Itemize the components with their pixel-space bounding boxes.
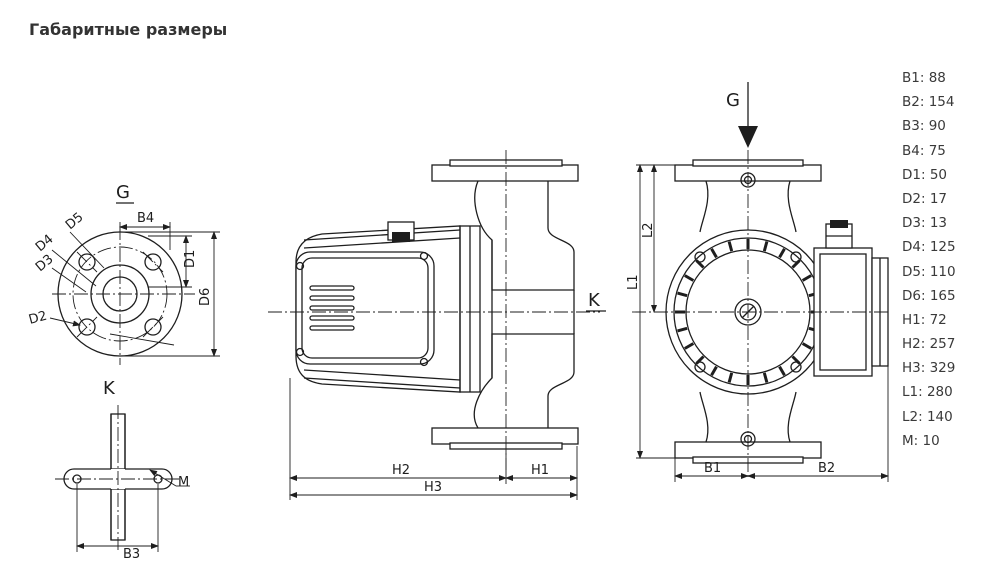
spec-item: M: 10: [902, 432, 940, 449]
front-g-label: G: [726, 90, 740, 111]
motor-rib: [778, 365, 786, 376]
motor-rib: [801, 274, 812, 282]
spec-item: D1: 50: [902, 166, 948, 183]
screw-icon: [419, 251, 429, 261]
dim-b4-label: B4: [137, 211, 154, 226]
dim-d4-label: D4: [33, 232, 57, 255]
bottom-flange: [431, 427, 579, 445]
top-flange: [431, 164, 579, 182]
flange-view: G B4 D1 D6 D5: [27, 182, 220, 365]
spec-item: D5: 110: [902, 263, 956, 280]
screw-icon: [295, 347, 305, 357]
bolt-hole: [78, 318, 96, 336]
dim-d1-label: D1: [183, 250, 198, 268]
motor-rib: [677, 326, 688, 333]
motor-rib: [762, 372, 769, 383]
motor-rib: [727, 241, 734, 252]
motor-rib: [762, 241, 769, 252]
spec-item: L2: 140: [902, 408, 953, 425]
spec-list: B1: 88 B2: 154 B3: 90 B4: 75 D1: 50 D2: …: [902, 66, 956, 453]
motor-rib: [684, 342, 695, 350]
front-view: G: [626, 82, 890, 482]
motor-rib: [684, 274, 695, 282]
motor-rib: [710, 248, 718, 259]
screw-icon: [694, 361, 706, 373]
motor-rib: [778, 248, 786, 259]
dim-l1-label: L1: [626, 274, 641, 290]
screw-icon: [790, 361, 802, 373]
bolt-hole: [78, 253, 96, 271]
flange-g-label: G: [116, 182, 130, 203]
spec-item: L1: 280: [902, 384, 953, 401]
spec-item: B1: 88: [902, 70, 946, 86]
spec-item: D3: 13: [902, 215, 948, 232]
k-view: K M B3: [55, 378, 190, 562]
page-title: Габаритные размеры: [29, 20, 228, 39]
dim-b3-label: B3: [123, 547, 140, 562]
dim-h2-label: H2: [392, 463, 410, 478]
dim-h3-label: H3: [424, 480, 442, 495]
motor-rib: [677, 291, 688, 298]
terminal-box: [295, 251, 435, 365]
screw-icon: [295, 261, 305, 271]
spec-item: D2: 17: [902, 190, 948, 207]
dim-d3-label: D3: [33, 252, 57, 275]
spec-item: B2: 154: [902, 94, 955, 111]
dim-b1-label: B1: [704, 461, 721, 476]
motor-rib: [727, 372, 734, 383]
side-view: K H2 H1 H3: [268, 150, 606, 500]
flow-arrow-icon: [738, 126, 758, 148]
spec-item: D6: 165: [902, 287, 956, 304]
dim-d2-label: D2: [27, 309, 49, 328]
bolt-hole: [144, 253, 162, 271]
dim-b2-label: B2: [818, 461, 835, 476]
bolt-hole: [144, 318, 162, 336]
screw-icon: [694, 251, 706, 263]
spec-item: H2: 257: [902, 336, 956, 353]
motor-rib: [710, 365, 718, 376]
dim-d5-label: D5: [63, 210, 87, 233]
spec-item: B3: 90: [902, 118, 946, 135]
spec-item: B4: 75: [902, 142, 946, 159]
spec-item: H3: 329: [902, 360, 956, 377]
dim-d6-label: D6: [198, 288, 213, 306]
spec-item: D4: 125: [902, 239, 956, 256]
side-k-label: K: [588, 290, 601, 311]
k-view-label: K: [103, 378, 116, 399]
dim-h1-label: H1: [531, 463, 549, 478]
screw-icon: [790, 251, 802, 263]
dim-m-label: M: [178, 475, 189, 490]
screw-icon: [419, 357, 429, 367]
motor-rib: [801, 342, 812, 350]
dim-l2-label: L2: [641, 222, 656, 238]
spec-item: H1: 72: [902, 311, 947, 328]
